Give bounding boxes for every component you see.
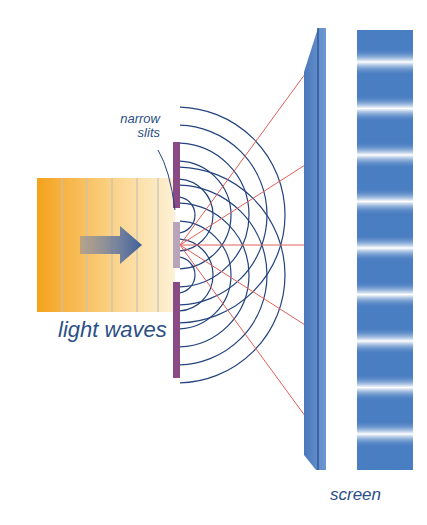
rays xyxy=(180,70,320,420)
wavefront-line xyxy=(157,178,158,312)
ray xyxy=(180,245,320,246)
light-beam xyxy=(37,178,175,312)
wave-arc xyxy=(180,125,267,305)
light-label: light waves xyxy=(58,318,208,341)
slits-label: narrow slits xyxy=(96,112,160,139)
barrier-bottom xyxy=(173,282,180,378)
barrier-middle xyxy=(173,222,180,268)
wavefronts xyxy=(62,178,158,312)
wave-arc xyxy=(180,167,285,383)
bright-fringe xyxy=(357,96,413,122)
bright-fringe xyxy=(357,375,413,401)
leader-line xyxy=(158,150,175,210)
fringe-panel xyxy=(357,30,413,470)
screen-edge xyxy=(317,28,319,470)
screen-slab xyxy=(304,28,326,470)
bright-fringe xyxy=(357,421,413,447)
ray xyxy=(180,158,316,245)
bright-fringe xyxy=(357,282,413,308)
bright-fringe xyxy=(357,49,413,75)
screen-label: screen xyxy=(330,486,420,504)
ray xyxy=(180,70,308,245)
bright-fringe xyxy=(357,328,413,354)
fringes xyxy=(357,49,413,447)
wave-arc xyxy=(180,221,231,329)
ray xyxy=(180,245,316,332)
direction-arrow xyxy=(80,226,142,264)
wave-arc xyxy=(180,107,285,323)
bright-fringe xyxy=(357,235,413,261)
wave-arc xyxy=(180,239,213,311)
wavefront-line xyxy=(61,178,62,312)
barrier-top xyxy=(173,142,180,208)
ray xyxy=(180,245,308,420)
bright-fringe xyxy=(357,142,413,168)
wave-arc xyxy=(180,185,267,365)
bright-fringe xyxy=(357,189,413,215)
